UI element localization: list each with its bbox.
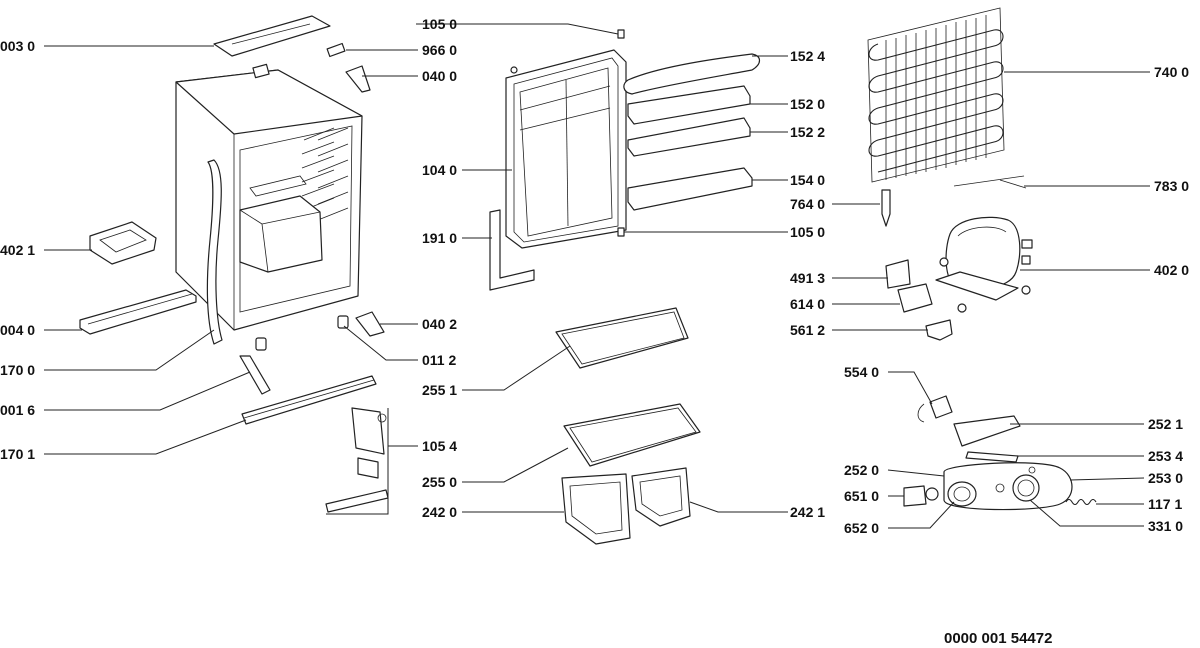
callout-255-0: 255 0 [422,474,457,490]
leader-lines [44,23,1150,529]
callout-764-0: 764 0 [790,196,825,212]
callout-966-0: 966 0 [422,42,457,58]
callout-003-0: 003 0 [0,38,35,54]
callout-105-0-top: 105 0 [422,16,457,32]
callout-011-2: 011 2 [422,352,456,368]
callout-242-0: 242 0 [422,504,457,520]
callout-652-0: 652 0 [844,520,879,536]
door-drawing [489,29,761,545]
callout-554-0: 554 0 [844,364,879,380]
callout-253-4: 253 4 [1148,448,1183,464]
callout-040-2: 040 2 [422,316,457,332]
callout-614-0: 614 0 [790,296,825,312]
callout-170-1: 170 1 [0,446,35,462]
callout-004-0: 004 0 [0,322,35,338]
callout-242-1: 242 1 [790,504,825,520]
callout-040-0: 040 0 [422,68,457,84]
callout-783-0: 783 0 [1154,178,1189,194]
callout-labels: 003 0 402 1 004 0 170 0 001 6 170 1 105 … [0,16,1189,536]
callout-402-0: 402 0 [1154,262,1189,278]
callout-152-2: 152 2 [790,124,825,140]
callout-154-0: 154 0 [790,172,825,188]
cabinet-drawing [79,15,389,513]
callout-252-0: 252 0 [844,462,879,478]
condenser-drawing [867,7,1097,511]
callout-105-4: 105 4 [422,438,457,454]
callout-651-0: 651 0 [844,488,879,504]
callout-491-3: 491 3 [790,270,825,286]
callout-191-0: 191 0 [422,230,457,246]
callout-170-0: 170 0 [0,362,35,378]
callout-117-1: 117 1 [1148,496,1182,512]
callout-152-0: 152 0 [790,96,825,112]
callout-001-6: 001 6 [0,402,35,418]
callout-253-0: 253 0 [1148,470,1183,486]
callout-402-1: 402 1 [0,242,35,258]
callout-740-0: 740 0 [1154,64,1189,80]
document-number: 0000 001 54472 [944,630,1053,647]
callout-252-1: 252 1 [1148,416,1183,432]
callout-255-1: 255 1 [422,382,457,398]
callout-104-0: 104 0 [422,162,457,178]
callout-105-0-bottom: 105 0 [790,224,825,240]
callout-152-4: 152 4 [790,48,825,64]
callout-561-2: 561 2 [790,322,825,338]
callout-331-0: 331 0 [1148,518,1183,534]
